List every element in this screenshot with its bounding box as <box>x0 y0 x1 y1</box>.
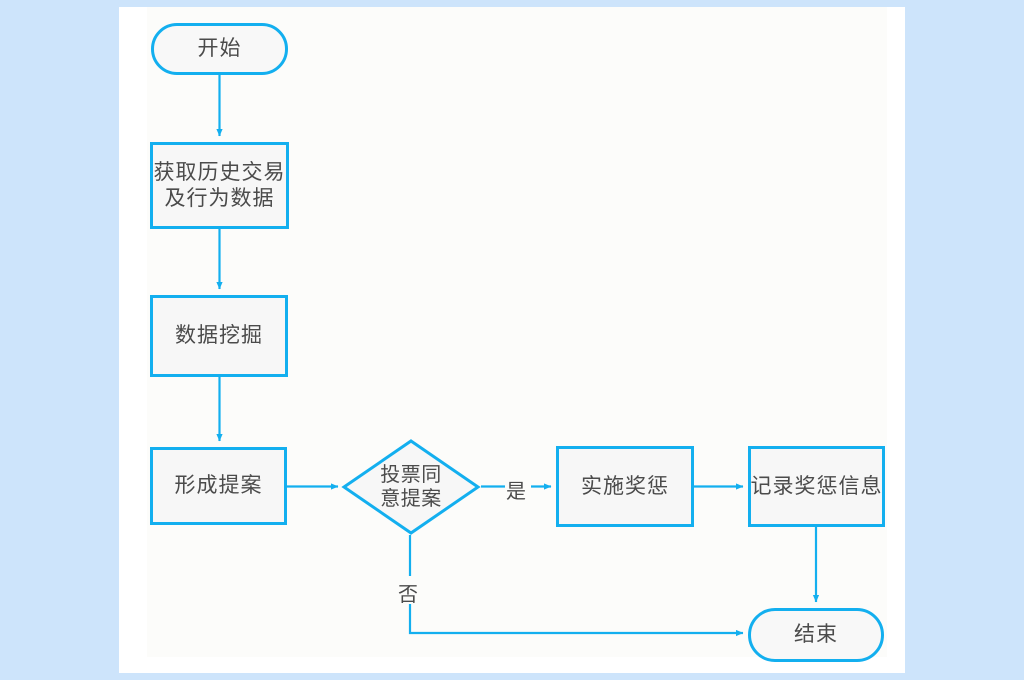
node-collect-data[interactable]: 获取历史交易 及行为数据 <box>150 142 289 229</box>
node-start[interactable]: 开始 <box>151 23 288 75</box>
node-vote-decision-label-line1: 投票同 <box>380 464 442 486</box>
node-record-reward-info-label: 记录奖惩信息 <box>750 473 883 498</box>
node-vote-decision-shape <box>341 439 481 535</box>
node-implement-reward-penalty[interactable]: 实施奖惩 <box>556 446 694 527</box>
node-form-proposal[interactable]: 形成提案 <box>150 447 287 525</box>
edge-label-yes: 是 <box>506 481 527 503</box>
node-vote-decision-label: 投票同 意提案 <box>341 438 481 536</box>
node-end[interactable]: 结束 <box>748 608 884 662</box>
node-collect-data-label: 获取历史交易 及行为数据 <box>154 160 286 211</box>
edge-label-no: 否 <box>398 584 419 606</box>
node-end-label: 结束 <box>794 622 838 647</box>
node-record-reward-info[interactable]: 记录奖惩信息 <box>748 446 885 527</box>
node-start-label: 开始 <box>197 36 242 61</box>
node-collect-data-label-line1: 获取历史交易 <box>153 159 286 184</box>
node-implement-reward-penalty-label: 实施奖惩 <box>581 473 669 498</box>
node-vote-decision[interactable]: 投票同 意提案 <box>341 438 481 536</box>
node-form-proposal-label: 形成提案 <box>174 473 263 498</box>
node-data-mining-label: 数据挖掘 <box>175 323 263 348</box>
node-vote-decision-label-line2: 意提案 <box>380 488 442 510</box>
node-data-mining[interactable]: 数据挖掘 <box>150 295 288 377</box>
node-collect-data-label-line2: 及行为数据 <box>164 185 275 210</box>
